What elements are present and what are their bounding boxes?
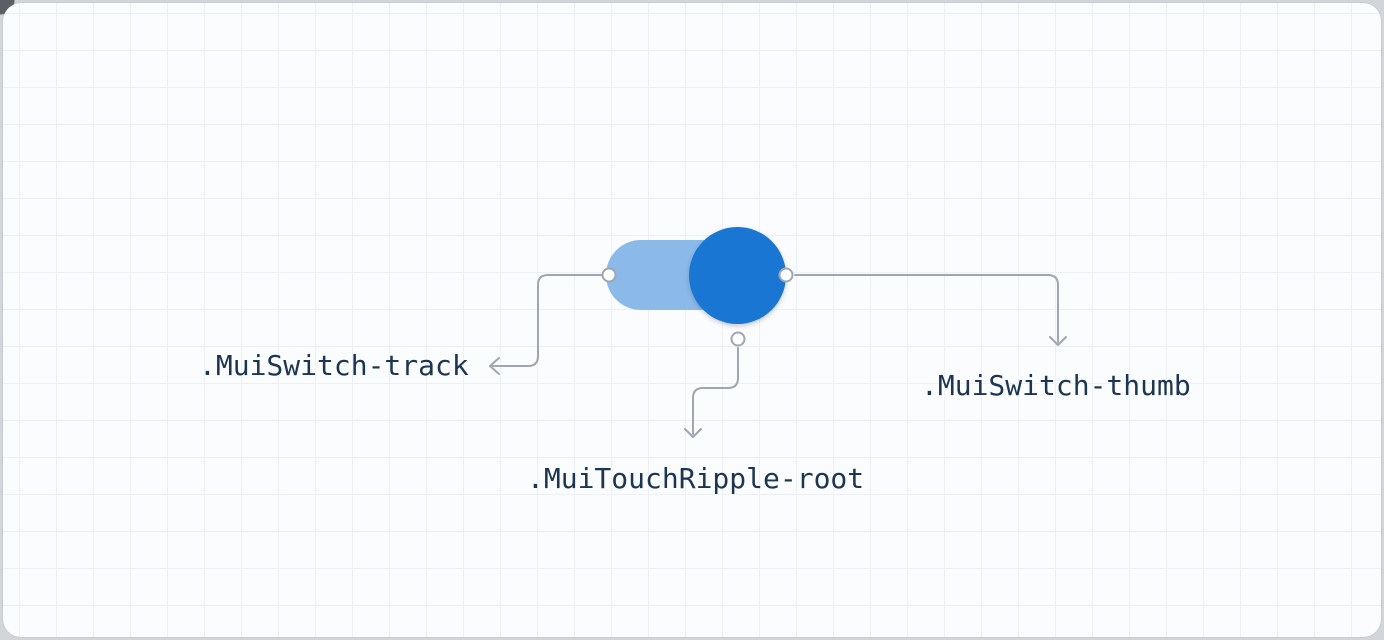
arrow-left-icon xyxy=(490,358,499,374)
label-touch-ripple-root: .MuiTouchRipple-root xyxy=(527,464,864,494)
diagram-card: .MuiSwitch-track .MuiSwitch-thumb .MuiTo… xyxy=(3,3,1381,637)
mui-switch[interactable] xyxy=(606,227,786,324)
diagram-stage: .MuiSwitch-track .MuiSwitch-thumb .MuiTo… xyxy=(3,3,1381,637)
anchor-dot-touch-ripple xyxy=(732,333,745,346)
connector-touch-ripple xyxy=(685,348,738,437)
arrow-down-icon xyxy=(1050,337,1066,345)
label-switch-thumb: .MuiSwitch-thumb xyxy=(921,371,1191,401)
arrow-down-icon xyxy=(685,429,701,437)
connector-thumb xyxy=(795,275,1066,345)
switch-thumb xyxy=(689,227,786,324)
label-switch-track: .MuiSwitch-track xyxy=(199,351,469,381)
connector-track xyxy=(490,275,601,374)
